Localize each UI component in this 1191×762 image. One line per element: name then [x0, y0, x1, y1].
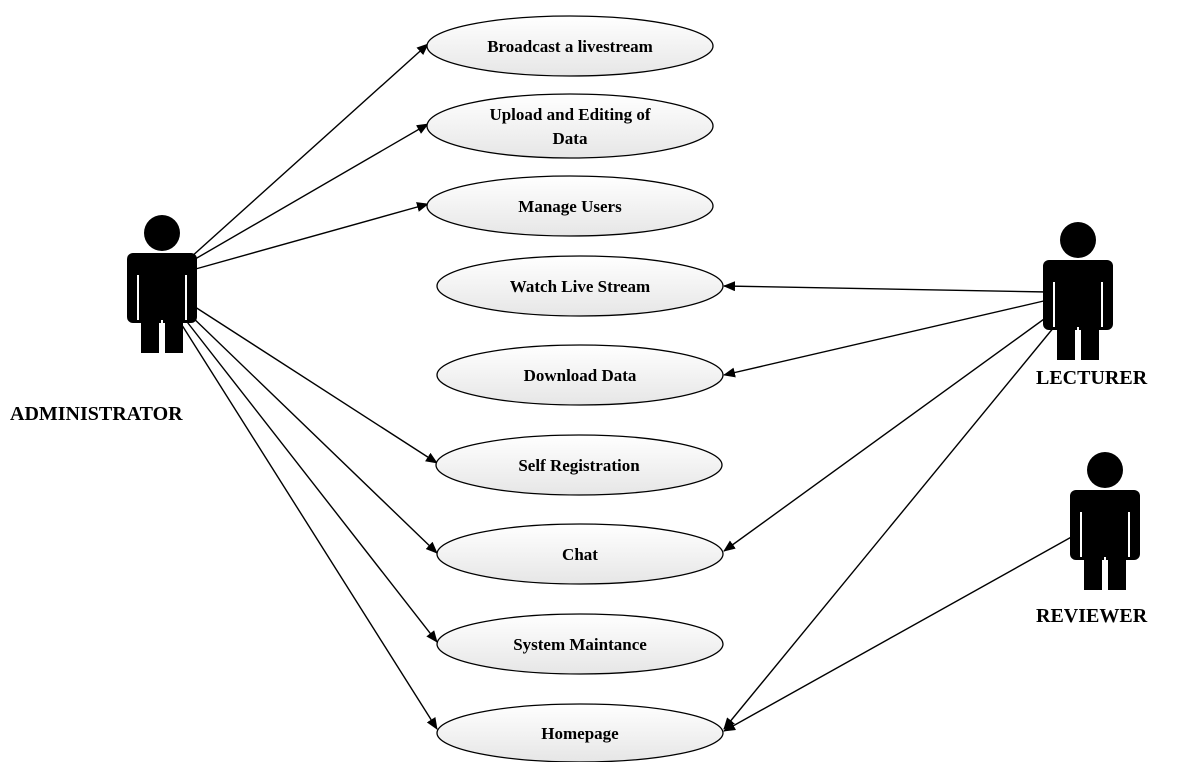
use-case-upload[interactable]: Upload and Editing of Data: [426, 93, 714, 159]
use-case-label: Manage Users: [518, 197, 622, 216]
use-case-label: Homepage: [541, 724, 619, 743]
person-icon: [127, 215, 197, 353]
use-case-ellipse: [436, 703, 724, 762]
use-case-manage-users[interactable]: Manage Users: [426, 175, 714, 237]
association-arrow-lecturer-chat: [723, 305, 1063, 552]
use-case-homepage[interactable]: Homepage: [436, 703, 724, 762]
use-case-ellipse: [436, 523, 724, 585]
use-case-ellipse: [436, 344, 724, 406]
use-case-chat[interactable]: Chat: [436, 523, 724, 585]
actor-reviewer[interactable]: [1070, 452, 1140, 590]
actor-label-lecturer: LECTURER: [1036, 367, 1148, 389]
use-case-ellipse: [436, 255, 724, 317]
use-case-label: Download Data: [524, 366, 637, 385]
use-case-label: Chat: [562, 545, 598, 564]
use-case-label: Watch Live Stream: [510, 277, 650, 296]
association-arrow-lecturer-watch: [723, 281, 1049, 293]
use-case-label: System Maintance: [513, 635, 647, 654]
association-arrow-reviewer-home: [723, 534, 1076, 732]
actor-label-reviewer: REVIEWER: [1036, 605, 1148, 627]
use-case-ellipse: [436, 613, 724, 675]
use-case-ellipse: [435, 434, 723, 496]
actor-lecturer[interactable]: [1043, 222, 1113, 360]
association-arrow-administrator-manage: [191, 202, 429, 271]
association-arrow-administrator-maint: [183, 317, 438, 643]
use-case-broadcast[interactable]: Broadcast a livestream: [426, 15, 714, 77]
use-case-download-data[interactable]: Download Data: [436, 344, 724, 406]
association-arrow-administrator-chat: [186, 311, 438, 554]
actor-administrator[interactable]: [127, 215, 197, 353]
use-case-ellipse: [426, 93, 714, 159]
actor-label-administrator: ADMINISTRATOR: [10, 403, 183, 425]
use-case-watch-live-stream[interactable]: Watch Live Stream: [436, 255, 724, 317]
person-icon: [1043, 222, 1113, 360]
association-arrow-administrator-upload: [189, 123, 429, 263]
association-arrow-administrator-selfreg: [191, 304, 438, 464]
use-case-label: Upload and Editing of: [489, 105, 650, 124]
association-arrow-administrator-broadcast: [189, 43, 429, 259]
person-icon: [1070, 452, 1140, 590]
use-case-system-maintance[interactable]: System Maintance: [436, 613, 724, 675]
use-case-label: Self Registration: [518, 456, 640, 475]
use-case-ellipse: [426, 15, 714, 77]
use-case-label-line2: Data: [553, 129, 588, 148]
use-case-self-registration[interactable]: Self Registration: [435, 434, 723, 496]
association-arrow-lecturer-home: [723, 309, 1069, 730]
association-arrow-lecturer-download: [723, 299, 1049, 378]
association-lines: [179, 43, 1076, 732]
use-case-ellipse: [426, 175, 714, 237]
association-arrow-administrator-home: [179, 321, 438, 730]
use-case-label: Broadcast a livestream: [487, 37, 653, 56]
